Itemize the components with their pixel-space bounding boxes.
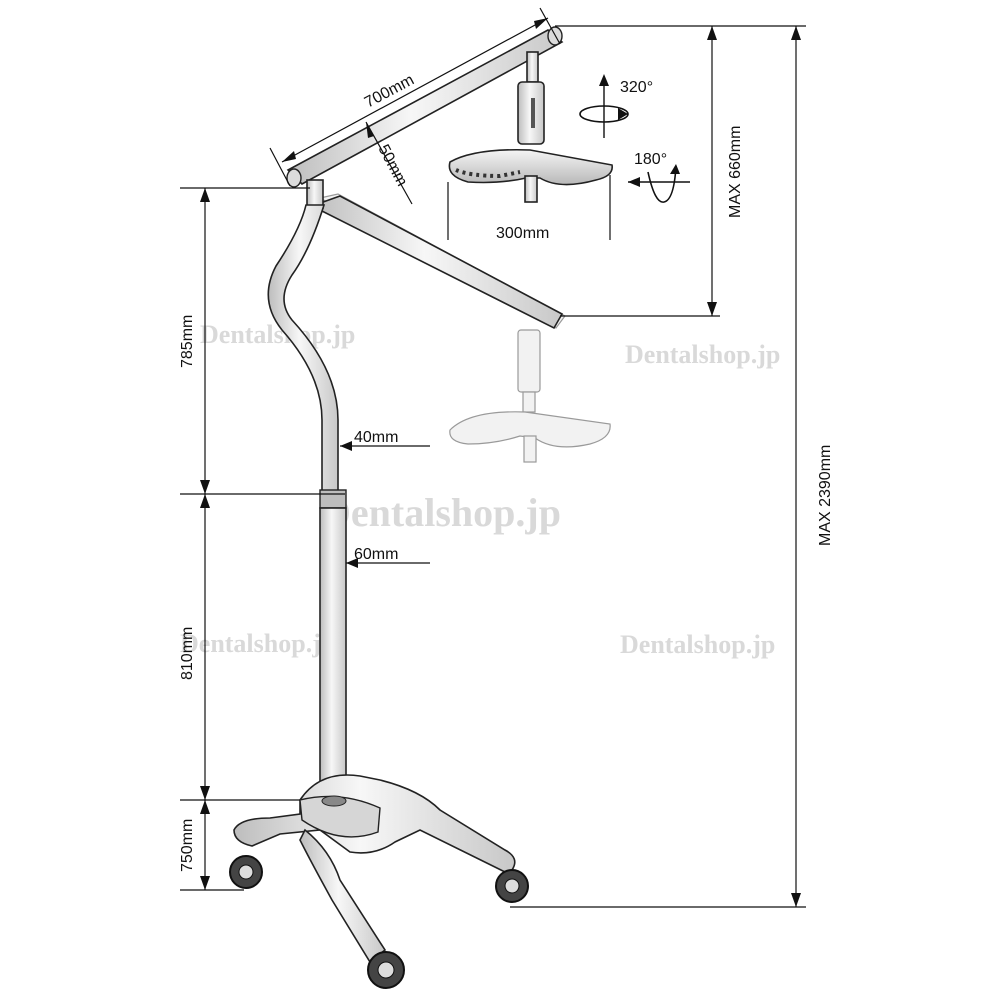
lower-section-label: 810mm [179, 627, 196, 680]
watermark: Dentalshop.jp [620, 630, 775, 659]
watermark: Dentalshop.jp [322, 490, 561, 535]
arm-thickness-label: 50mm [374, 142, 410, 189]
lamp-head [448, 51, 613, 203]
caster-wheel [495, 869, 529, 903]
stand-pole [267, 179, 347, 799]
max-reach-label: MAX 660mm [727, 126, 744, 218]
support-arm [309, 195, 564, 330]
wheeled-base [229, 774, 529, 989]
rotation-vertical-label: 180° [634, 151, 667, 168]
lowered-arm-position [318, 193, 611, 463]
upper-pole-diameter-label: 40mm [354, 429, 398, 446]
base-height-label: 750mm [179, 819, 196, 872]
head-diameter-label: 300mm [496, 225, 549, 242]
caster-wheel [367, 951, 405, 989]
rotation-180-icon [628, 164, 690, 203]
max-height-label: MAX 2390mm [817, 445, 834, 546]
lower-pole-diameter-label: 60mm [354, 546, 398, 563]
watermark: Dentalshop.jp [625, 340, 780, 369]
dimension-lines [180, 7, 806, 908]
upper-section-label: 785mm [179, 315, 196, 368]
rotation-horizontal-label: 320° [620, 79, 653, 96]
rotation-320-icon [579, 74, 629, 138]
watermark: Dentalshop.jp [180, 629, 335, 658]
caster-wheel [229, 855, 263, 889]
